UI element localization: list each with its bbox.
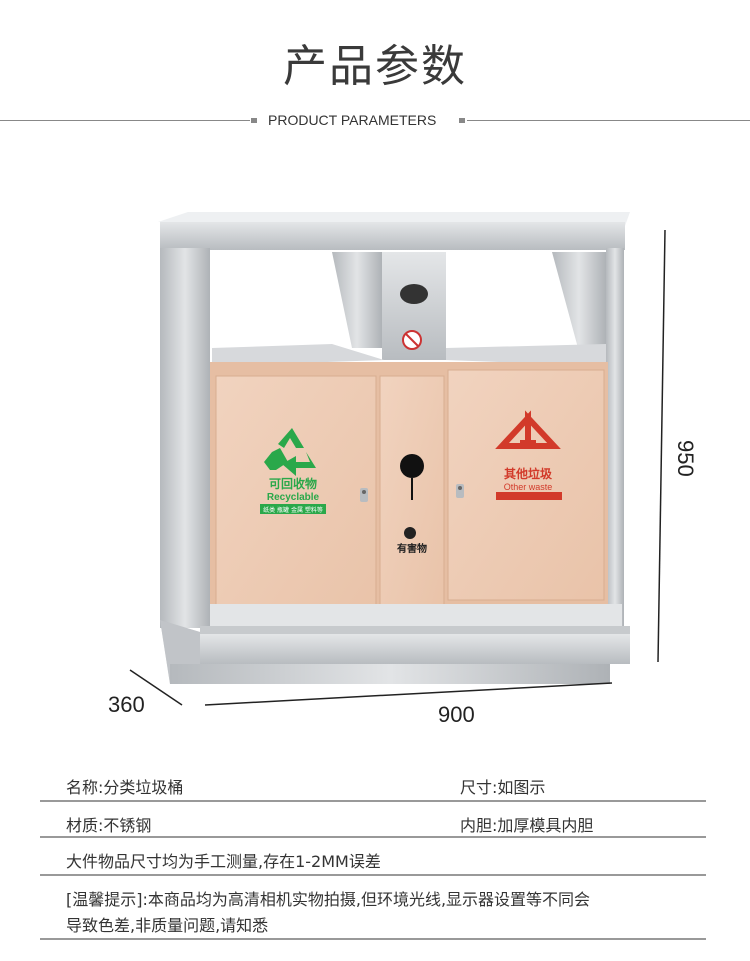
spec-tolerance: 大件物品尺寸均为手工测量,存在1-2MM误差 [66,852,381,871]
subtitle-dot-left [251,118,257,123]
subtitle-divider-left [0,120,250,121]
spec-name: 名称:分类垃圾桶 [66,778,184,797]
spec-row-name-size: 名称:分类垃圾桶 尺寸:如图示 [40,774,706,802]
depth-dim-line [129,669,183,706]
bin-left-post [160,248,210,628]
lock-icon-right [456,484,464,498]
lock-icon [360,488,368,502]
spec-size: 尺寸:如图示 [460,778,546,797]
recycle-label-en: Recyclable [267,492,320,503]
other-label-cn: 其他垃圾 [504,466,553,481]
door-other-waste [447,369,605,601]
product-image: 可回收物 Recyclable 纸类 瓶罐 金属 塑料等 有害物 其他垃圾 Ot… [129,212,666,706]
page-title: 产品参数 [283,41,467,92]
recycle-label-cn: 可回收物 [269,476,317,491]
door-recyclable [215,375,377,615]
subtitle-dot-right [459,118,465,123]
ashtray-column [382,252,446,360]
bin-lid [158,212,630,250]
bin-brace-left [332,252,382,348]
spec-liner: 内胆:加厚模具内胆 [460,816,594,835]
spec-row-notice: [温馨提示]:本商品均为高清相机实物拍摄,但环境光线,显示器设置等不同会 导致色… [40,886,706,940]
width-dim-line [204,682,613,706]
spec-material: 材质:不锈钢 [66,816,152,835]
notice-line-2: 导致色差,非质量问题,请知悉 [66,916,269,935]
bin-brace-right [552,252,606,348]
recycle-icon [264,428,316,476]
bin-opening-left [212,252,332,348]
other-label-en: Other waste [504,482,553,492]
bin-opening-right [446,252,552,348]
other-waste-icon [495,410,561,449]
bin-base [160,604,630,684]
recycle-small-text: 纸类 瓶罐 金属 塑料等 [263,506,323,514]
height-dim-line [657,229,666,663]
dimension-height: 950 [673,440,698,477]
spec-row-tolerance: 大件物品尺寸均为手工测量,存在1-2MM误差 [40,848,706,876]
hazard-label: 有害物 [397,542,427,555]
subtitle-row: PRODUCT PARAMETERS [0,112,750,132]
hazard-icon [404,527,416,539]
dimension-depth: 360 [108,692,145,717]
subtitle-divider-right [467,120,750,121]
hazard-slot [400,454,424,478]
page-subtitle: PRODUCT PARAMETERS [268,112,437,128]
spec-row-material-liner: 材质:不锈钢 内胆:加厚模具内胆 [40,812,706,838]
notice-line-1: [温馨提示]:本商品均为高清相机实物拍摄,但环境光线,显示器设置等不同会 [66,890,591,909]
bin-right-post [606,248,624,628]
dimension-width: 900 [438,702,475,727]
